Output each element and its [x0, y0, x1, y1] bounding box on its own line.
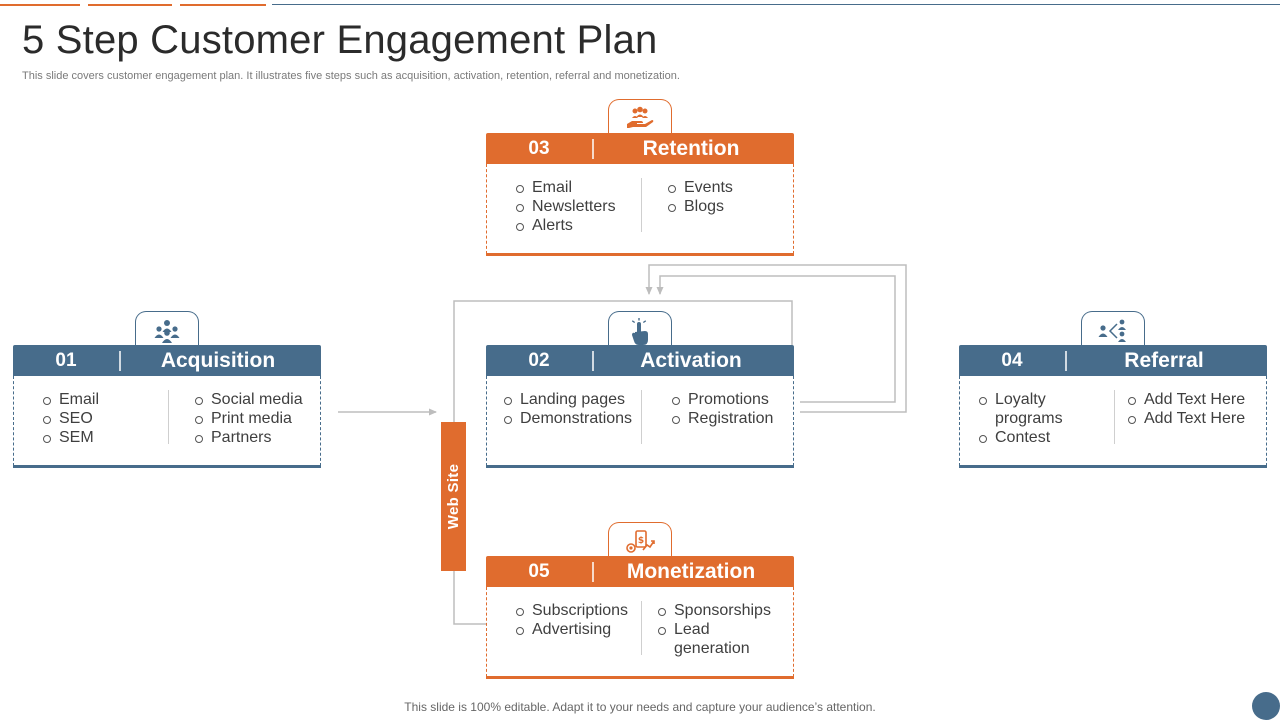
activation-header: 02 Activation: [486, 345, 794, 376]
top-rule-orange-3: [180, 4, 266, 6]
list-item: Subscriptions: [514, 601, 628, 620]
acquisition-bottom-bar: [13, 465, 321, 468]
retention-list-right: Events Blogs: [666, 178, 733, 216]
step-acquisition: 01 Acquisition Email SEO SEM Social medi…: [13, 311, 321, 469]
acquisition-list-left: Email SEO SEM: [41, 390, 99, 447]
list-item: Landing pages: [502, 390, 632, 409]
monetization-header: 05 Monetization: [486, 556, 794, 587]
step-referral: 04 Referral Loyalty programs Contest Add…: [959, 311, 1267, 469]
referral-header: 04 Referral: [959, 345, 1267, 376]
step-retention: 03 Retention Email Newsletters Alerts Ev…: [486, 99, 794, 257]
monetization-title: Monetization: [626, 559, 756, 583]
pointer-hand-icon: [631, 318, 648, 345]
acquisition-body: Email SEO SEM Social media Print media P…: [13, 376, 321, 466]
list-item: Email: [41, 390, 99, 409]
acquisition-icon-tab: [135, 311, 199, 347]
retention-body: Email Newsletters Alerts Events Blogs: [486, 164, 794, 254]
activation-list-left: Landing pages Demonstrations: [502, 390, 632, 428]
monetization-number: 05: [528, 560, 550, 582]
list-item: SEM: [41, 428, 99, 447]
share-people-icon: [1098, 319, 1126, 342]
activation-header-divider: [592, 350, 594, 371]
list-item: Sponsorships: [656, 601, 774, 620]
step-monetization: $ 05 Monetization Subscriptions Advertis…: [486, 522, 794, 680]
hand-holding-people-icon: [627, 106, 654, 128]
activation-loop-outer: [645, 264, 907, 413]
referral-title: Referral: [1124, 348, 1204, 372]
page-subtitle: This slide covers customer engagement pl…: [22, 70, 680, 82]
list-item: Lead generation: [656, 620, 774, 658]
acquisition-header-divider: [119, 350, 121, 371]
list-item: SEO: [41, 409, 99, 428]
acquisition-column-divider: [168, 390, 169, 444]
retention-title: Retention: [642, 136, 740, 160]
retention-number: 03: [528, 137, 550, 159]
step-activation: 02 Activation Landing pages Demonstratio…: [486, 311, 794, 469]
top-rule-orange-1: [0, 4, 80, 6]
referral-list-right: Add Text Here Add Text Here: [1126, 390, 1245, 428]
monetization-icon-tab: $: [608, 522, 672, 558]
list-item: Print media: [193, 409, 303, 428]
referral-bottom-bar: [959, 465, 1267, 468]
monetization-column-divider: [641, 601, 642, 655]
monetization-list-left: Subscriptions Advertising: [514, 601, 628, 639]
monetization-list-right: Sponsorships Lead generation: [656, 601, 774, 658]
footer-note: This slide is 100% editable. Adapt it to…: [404, 700, 876, 714]
list-item: Demonstrations: [502, 409, 632, 428]
list-item: Events: [666, 178, 733, 197]
list-item: Blogs: [666, 197, 733, 216]
list-item: Newsletters: [514, 197, 616, 216]
list-item: Add Text Here: [1126, 409, 1245, 428]
corner-dot: [1252, 692, 1280, 720]
referral-icon-tab: [1081, 311, 1145, 347]
monetization-bottom-bar: [486, 676, 794, 679]
acquisition-header: 01 Acquisition: [13, 345, 321, 376]
activation-body: Landing pages Demonstrations Promotions …: [486, 376, 794, 466]
list-item: Email: [514, 178, 616, 197]
list-item: Social media: [193, 390, 303, 409]
money-growth-icon: $: [626, 530, 655, 553]
acquisition-list-right: Social media Print media Partners: [193, 390, 303, 447]
referral-list-left: Loyalty programs Contest: [977, 390, 1105, 447]
list-item: Advertising: [514, 620, 628, 639]
list-item: Partners: [193, 428, 303, 447]
activation-loop-inner: [656, 275, 896, 403]
activation-column-divider: [641, 390, 642, 444]
referral-body: Loyalty programs Contest Add Text Here A…: [959, 376, 1267, 466]
referral-header-divider: [1065, 350, 1067, 371]
page-title: 5 Step Customer Engagement Plan: [22, 18, 658, 62]
activation-title: Activation: [640, 348, 742, 372]
retention-header: 03 Retention: [486, 133, 794, 164]
website-hub-bar: Web Site: [441, 422, 466, 571]
acquisition-title: Acquisition: [160, 348, 276, 372]
list-item: Add Text Here: [1126, 390, 1245, 409]
list-item: Promotions: [670, 390, 773, 409]
list-item: Alerts: [514, 216, 616, 235]
activation-icon-tab: [608, 311, 672, 347]
list-item: Loyalty programs: [977, 390, 1105, 428]
retention-column-divider: [641, 178, 642, 232]
activation-number: 02: [528, 349, 550, 371]
svg-text:$: $: [638, 536, 644, 546]
list-item: Contest: [977, 428, 1105, 447]
retention-icon-tab: [608, 99, 672, 135]
hub-frame-bottom-line: [453, 571, 486, 625]
list-item: Registration: [670, 409, 773, 428]
website-hub-label: Web Site: [445, 463, 462, 530]
retention-bottom-bar: [486, 253, 794, 256]
retention-header-divider: [592, 138, 594, 159]
acquisition-number: 01: [55, 349, 77, 371]
monetization-body: Subscriptions Advertising Sponsorships L…: [486, 587, 794, 677]
top-rule-orange-2: [88, 4, 172, 6]
retention-list-left: Email Newsletters Alerts: [514, 178, 616, 235]
referral-number: 04: [1001, 349, 1023, 371]
monetization-header-divider: [592, 561, 594, 582]
hub-frame-line: [453, 300, 793, 422]
top-rule-blue: [272, 4, 1280, 5]
activation-list-right: Promotions Registration: [670, 390, 773, 428]
referral-column-divider: [1114, 390, 1115, 444]
people-group-icon: [154, 320, 180, 343]
activation-bottom-bar: [486, 465, 794, 468]
